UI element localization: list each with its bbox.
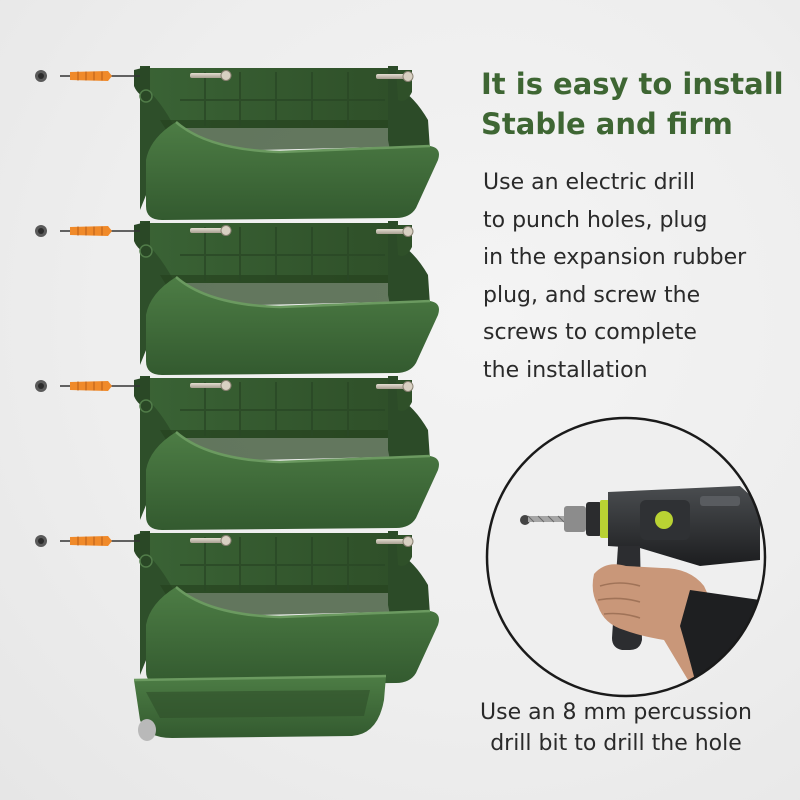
instruction-line: the installation: [483, 357, 648, 383]
planter-tier-3: [33, 374, 441, 532]
headline-line-1: It is easy to install: [481, 67, 784, 101]
instruction-line: Use an electric drill: [483, 170, 696, 195]
headline-line-2: Stable and firm: [481, 107, 733, 141]
planter-tier-1: [33, 64, 441, 222]
instruction-line: screws to complete: [483, 320, 697, 345]
drill-inset: [485, 416, 767, 698]
planter-tier-2: [33, 219, 441, 377]
drill-caption: Use an 8 mm percussion drill bit to dril…: [456, 697, 776, 759]
instruction-line: to punch holes, plug: [483, 207, 708, 233]
drill-caption-line-2: drill bit to drill the hole: [490, 731, 742, 756]
drill-caption-line-1: Use an 8 mm percussion: [480, 700, 752, 725]
planter-tier-4: [33, 529, 441, 687]
drip-tray: [133, 674, 387, 741]
electric-drill-icon: [520, 486, 760, 696]
installation-instructions: Use an electric drill to punch holes, pl…: [483, 164, 793, 389]
headline: It is easy to install Stable and firm: [481, 64, 791, 144]
instruction-line: in the expansion rubber: [483, 245, 747, 270]
instruction-line: plug, and screw the: [483, 282, 701, 308]
